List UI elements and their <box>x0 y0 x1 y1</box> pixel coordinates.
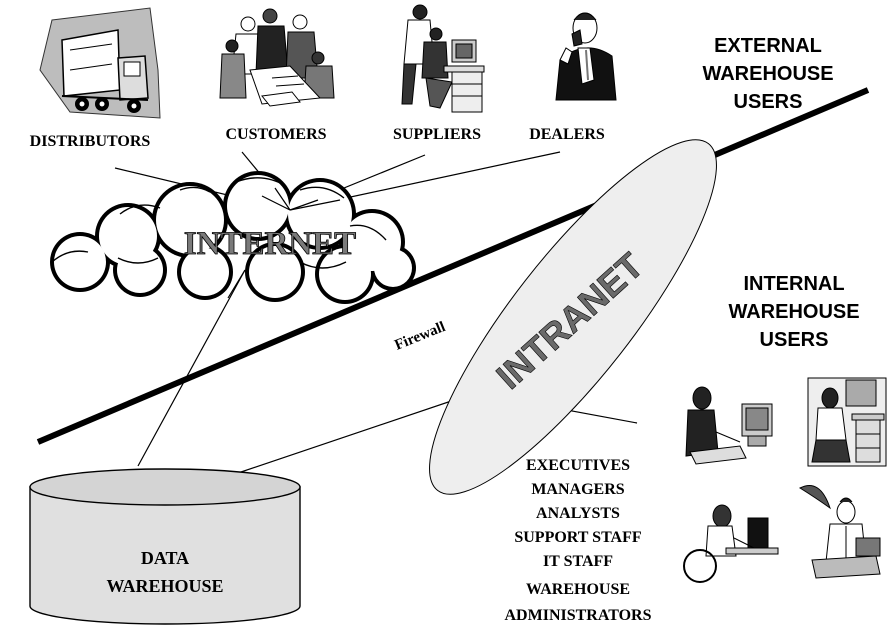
data-warehouse-cylinder: DATA WAREHOUSE <box>29 468 301 625</box>
business-people-icon <box>219 8 335 107</box>
role-item: EXECUTIVES <box>526 457 630 474</box>
internal-heading-line2: WAREHOUSE <box>728 301 859 323</box>
role-item: ADMINISTRATORS <box>505 607 652 624</box>
wheelchair-user-icon <box>683 504 779 583</box>
external-heading-line2: WAREHOUSE <box>702 63 833 85</box>
headset-worker-icon <box>807 377 887 467</box>
truck-icon <box>39 7 161 119</box>
internal-heading-line1: INTERNAL <box>743 273 844 295</box>
warehouse-label-line1: DATA <box>141 548 189 568</box>
internal-heading-line3: USERS <box>760 329 829 351</box>
intranet-ellipse <box>429 139 717 495</box>
internal-roles-list: EXECUTIVES MANAGERS ANALYSTS SUPPORT STA… <box>505 457 652 624</box>
internet-label: INTERNET <box>184 226 356 262</box>
external-user-label-customers: CUSTOMERS <box>225 126 326 143</box>
warehouse-label-line2: WAREHOUSE <box>106 576 223 596</box>
line-warehouse-intranet <box>237 392 476 474</box>
firewall-label: Firewall <box>393 319 448 354</box>
man-on-phone-icon <box>555 12 617 101</box>
line-internet-warehouse <box>137 269 246 467</box>
internet-cloud: INTERNET <box>50 171 416 304</box>
role-item: MANAGERS <box>531 481 624 498</box>
external-heading-line3: USERS <box>734 91 803 113</box>
external-heading-line1: EXTERNAL <box>714 35 822 57</box>
external-users-heading: EXTERNAL WAREHOUSE USERS <box>702 35 833 113</box>
role-item: WAREHOUSE <box>526 581 630 598</box>
internal-users-heading: INTERNAL WAREHOUSE USERS <box>728 273 859 351</box>
role-item: IT STAFF <box>543 553 613 570</box>
role-item: SUPPORT STAFF <box>514 529 642 546</box>
man-at-laptop-icon <box>798 485 881 579</box>
external-user-label-suppliers: SUPPLIERS <box>393 126 481 143</box>
firewall-line <box>36 87 870 445</box>
woman-at-computer-icon <box>685 386 773 465</box>
people-at-computer-icon <box>401 4 485 113</box>
external-user-label-dealers: DEALERS <box>529 126 605 143</box>
external-user-label-distributors: DISTRIBUTORS <box>30 133 151 150</box>
role-item: ANALYSTS <box>536 505 620 522</box>
